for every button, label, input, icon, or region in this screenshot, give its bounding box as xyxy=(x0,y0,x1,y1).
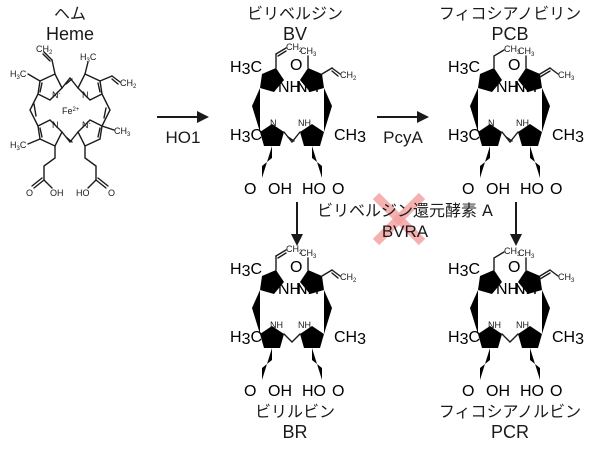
br-structure: NH NH CH2 CH3 CH2 xyxy=(230,244,367,400)
br-name-jp: ビリルビン xyxy=(254,402,335,421)
enzyme-ho1: HO1 xyxy=(165,128,201,147)
svg-text:N-: N- xyxy=(82,120,91,130)
br-name-en: BR xyxy=(282,422,308,442)
bv-name-jp: ビリベルジン xyxy=(246,4,343,23)
bv-name-en: BV xyxy=(282,24,307,44)
pcb-label: フィコシアノビリン PCB xyxy=(425,4,595,44)
arrow-heme-to-bv xyxy=(157,111,209,123)
svg-text:NH: NH xyxy=(488,320,501,330)
svg-text:CH2: CH2 xyxy=(340,272,357,284)
svg-text:OH: OH xyxy=(50,188,64,198)
bv-structure: N NH CH2 CH3 CH2 xyxy=(230,42,367,198)
svg-text:CH2: CH2 xyxy=(340,70,357,82)
enzyme-pcya: PcyA xyxy=(383,128,423,147)
svg-text:HO: HO xyxy=(76,188,90,198)
svg-text:CH2: CH2 xyxy=(120,78,137,90)
svg-text:Fe2+: Fe2+ xyxy=(62,106,80,116)
svg-text:CH3: CH3 xyxy=(504,246,521,258)
svg-text:NH: NH xyxy=(270,320,283,330)
svg-text:N-: N- xyxy=(52,90,61,100)
pcb-name-jp: フィコシアノビリン xyxy=(438,4,582,23)
svg-text:O: O xyxy=(26,188,33,198)
br-label: ビリルビン BR xyxy=(225,402,365,442)
svg-text:NH: NH xyxy=(298,118,311,128)
arrow-pcb-to-pcr xyxy=(510,202,522,246)
svg-text:CH3: CH3 xyxy=(558,70,575,82)
pcr-name-en: PCR xyxy=(490,422,529,442)
svg-text:N: N xyxy=(270,118,277,128)
svg-text:H3C: H3C xyxy=(10,140,27,152)
svg-text:N: N xyxy=(52,120,59,130)
svg-text:CH2: CH2 xyxy=(286,42,303,54)
svg-text:CH3: CH3 xyxy=(558,272,575,284)
svg-text:NH: NH xyxy=(516,320,529,330)
heme-structure: H3C CH2 H3C CH2 H3C CH3 O OH HO O N- N N N… xyxy=(10,44,137,198)
enzyme-bvra: ビリベルジン還元酵素 A BVRA xyxy=(300,200,510,242)
bv-label: ビリベルジン BV xyxy=(225,4,365,44)
pcb-name-en: PCB xyxy=(491,24,529,44)
arrow-bv-to-br xyxy=(291,202,303,246)
svg-text:CH3: CH3 xyxy=(518,248,535,260)
svg-text:CH3: CH3 xyxy=(300,46,317,58)
enzyme-bvra-jp: ビリベルジン還元酵素 A xyxy=(316,201,494,220)
svg-text:CH3: CH3 xyxy=(504,44,521,56)
svg-text:CH3: CH3 xyxy=(300,248,317,260)
pcb-structure: N NH CH3 CH3 CH3 xyxy=(448,44,585,198)
svg-text:H3C: H3C xyxy=(80,52,97,64)
svg-text:CH2: CH2 xyxy=(286,244,303,256)
pcr-structure: NH NH CH3 CH3 CH3 xyxy=(448,246,585,400)
pcr-label: フィコシアノルビン PCR xyxy=(425,402,595,442)
enzyme-bvra-en: BVRA xyxy=(381,222,429,241)
pcr-name-jp: フィコシアノルビン xyxy=(438,402,582,421)
svg-text:NH: NH xyxy=(516,118,529,128)
bvra-cross-mark-icon xyxy=(372,192,426,246)
svg-text:H3C: H3C xyxy=(10,69,27,81)
arrow-bv-to-pcb xyxy=(377,111,429,123)
svg-text:O: O xyxy=(108,188,115,198)
svg-text:CH2: CH2 xyxy=(36,44,53,56)
svg-text:N: N xyxy=(488,118,495,128)
svg-text:CH3: CH3 xyxy=(114,126,131,138)
svg-text:NH: NH xyxy=(298,320,311,330)
heme-name-en: Heme xyxy=(45,24,94,44)
heme-name-jp: ヘム xyxy=(53,4,86,23)
svg-text:CH3: CH3 xyxy=(518,46,535,58)
svg-text:N: N xyxy=(82,90,89,100)
heme-label: ヘム Heme xyxy=(10,4,130,44)
